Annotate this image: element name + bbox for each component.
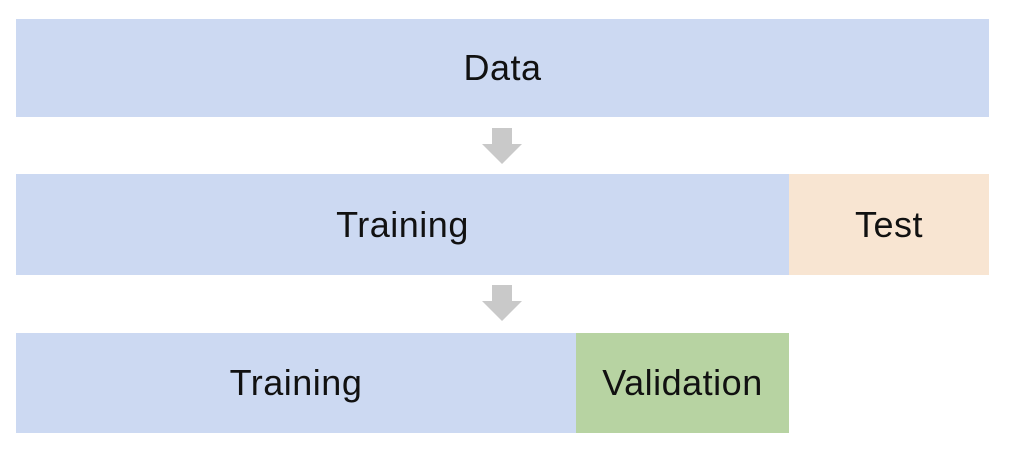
data-bar-label: Data [463,47,542,88]
data-bar: Data [16,19,989,117]
training-bar-row3-label: Training [229,362,363,403]
down-arrow-icon [482,285,522,321]
training-bar-row2: Training [16,174,789,275]
test-bar-label: Test [854,203,924,245]
validation-bar: Validation [576,333,789,433]
down-arrow-icon [482,128,522,164]
test-bar: Test [789,174,989,275]
training-bar-row3: Training [16,333,576,433]
validation-bar-label: Validation [602,362,763,403]
training-bar-row2-label: Training [336,203,469,245]
